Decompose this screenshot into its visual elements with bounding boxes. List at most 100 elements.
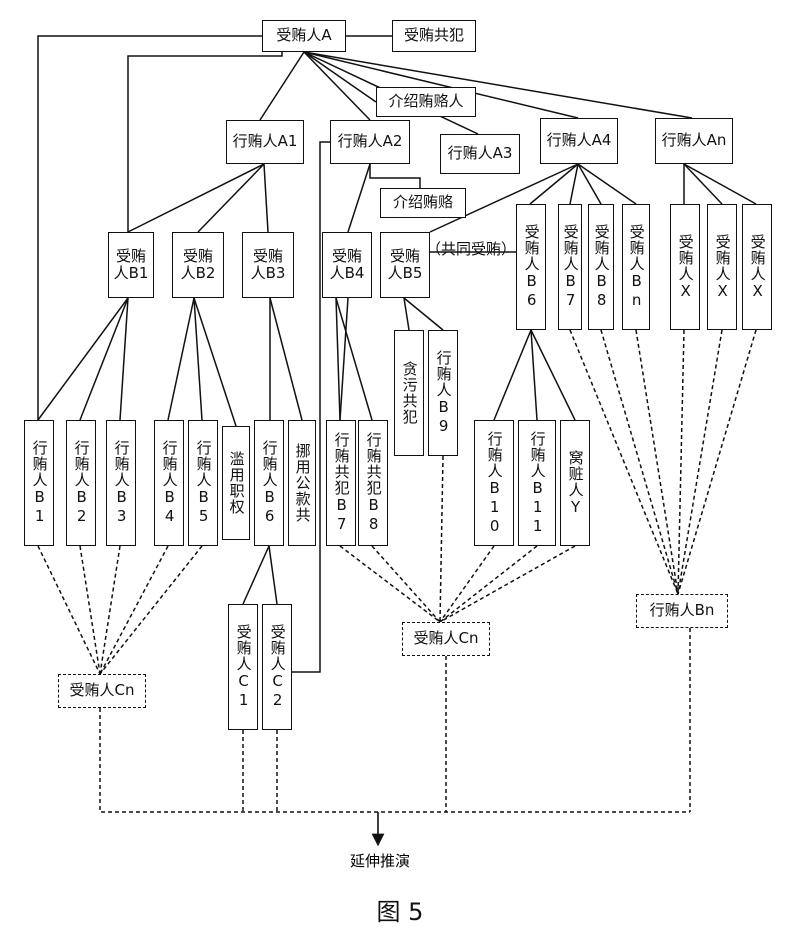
node-xinghuiren-a1: 行贿人A1 xyxy=(226,120,304,164)
edge-an-x3 xyxy=(683,163,757,205)
edge-a-to-a2 xyxy=(303,51,371,121)
node-jieshao-huilu: 介绍贿赂 xyxy=(380,188,466,218)
edge-b1-xb2 xyxy=(79,297,129,421)
edge-b4-b7b xyxy=(339,297,349,421)
dash-bus-left xyxy=(99,708,690,813)
node-xinghuiren-b4: 行贿人B4 xyxy=(154,420,184,546)
dash-right-1 xyxy=(600,329,679,595)
dash-right-5 xyxy=(677,329,757,595)
edge-b1-xb3 xyxy=(119,297,129,421)
edge-a-to-shouhuiren-b1 xyxy=(127,52,283,232)
node-shouhuiren-b7: 受贿人B7 xyxy=(558,204,582,330)
node-shouhuiren-cn-mid: 受贿人Cn xyxy=(402,622,490,656)
node-jieshao-huiluren: 介绍贿赂人 xyxy=(376,87,476,117)
edge-a1-b3 xyxy=(263,163,269,233)
edge-b5-tanwu xyxy=(403,297,410,331)
node-xinghuiren-b10: 行贿人B10 xyxy=(474,420,514,546)
node-xinghuiren-a3: 行贿人A3 xyxy=(440,134,520,174)
edge-a1-b1 xyxy=(127,163,265,233)
edge-a4-b6 xyxy=(529,163,579,205)
edge-b3-nuoyong xyxy=(269,297,303,421)
node-shouhuiren-x-3: 受贿人X xyxy=(742,204,772,330)
edge-a-to-an xyxy=(303,51,693,119)
dash-mid-1 xyxy=(371,545,441,623)
dash-mid-3 xyxy=(439,545,495,623)
node-shouhuiren-x-2: 受贿人X xyxy=(707,204,737,330)
dash-mid-0 xyxy=(339,545,441,623)
edge-b4-b7 xyxy=(335,297,341,421)
node-xinghuiren-b6: 行贿人B6 xyxy=(254,420,284,546)
edge-b6-b11 xyxy=(530,329,538,421)
edge-b6-b10 xyxy=(493,329,532,421)
dash-right-0 xyxy=(569,329,679,595)
edge-b6-y xyxy=(530,329,576,421)
label-gongtong-shouhui: （共同受贿） xyxy=(426,240,517,258)
edge-a-to-jieshao xyxy=(303,51,377,103)
node-shouhuiren-c2: 受贿人C2 xyxy=(262,604,292,730)
node-xinghuiren-b9: 行贿人B9 xyxy=(428,330,458,456)
edge-a2-jieshao xyxy=(369,164,421,188)
dash-left-1 xyxy=(79,545,101,675)
dash-right-2 xyxy=(635,329,679,595)
dash-mid-4 xyxy=(439,545,538,623)
edge-b2-xb5 xyxy=(193,297,203,421)
node-shouhuiren-bn: 受贿人Bn xyxy=(622,204,650,330)
node-shouhuiren-cn-left: 受贿人Cn xyxy=(58,674,146,708)
edge-b2-lanyong xyxy=(193,297,237,427)
dash-mid-2 xyxy=(439,455,444,623)
node-xinghuiren-a2: 行贿人A2 xyxy=(330,120,410,164)
node-shouhuiren-b2: 受贿 人B2 xyxy=(172,232,224,298)
node-xinghuiren-a4: 行贿人A4 xyxy=(540,118,618,164)
dash-left-0 xyxy=(37,545,101,675)
edge-a1-b2 xyxy=(197,163,265,233)
node-shouhuiren-b3: 受贿 人B3 xyxy=(242,232,294,298)
edge-a4-bn xyxy=(577,163,637,205)
edge-a2-b4 xyxy=(347,163,371,233)
node-wozangren-y: 窝赃人Y xyxy=(560,420,590,546)
edge-b2-xb4 xyxy=(167,297,195,421)
node-shouhuiren-b1: 受贿 人B1 xyxy=(108,232,154,298)
node-xinghuiren-b11: 行贿人B11 xyxy=(518,420,556,546)
edge-a4-b5 xyxy=(429,163,579,233)
edge-a-to-xinghuiren-b1 xyxy=(37,35,262,420)
figure-caption: 图 5 xyxy=(376,898,424,926)
node-xinghuiren-b3: 行贿人B3 xyxy=(106,420,136,546)
dash-mid-5 xyxy=(439,545,576,623)
output-label: 延伸推演 xyxy=(349,852,410,870)
dash-left-3 xyxy=(99,545,169,675)
edge-an-x2 xyxy=(683,163,723,205)
edge-xb6-c2 xyxy=(268,545,278,605)
node-shouhuiren-b8: 受贿人B8 xyxy=(588,204,614,330)
edge-a4-b7 xyxy=(569,163,579,205)
edge-xb6-c1 xyxy=(242,545,270,605)
edge-b5-b9 xyxy=(403,297,444,331)
node-shouhuiren-x-1: 受贿人X xyxy=(670,204,700,330)
node-xinghuiren-b5: 行贿人B5 xyxy=(188,420,218,546)
dash-right-4 xyxy=(677,329,723,595)
edge-a-to-a1 xyxy=(259,51,305,121)
node-shouhuiren-b5: 受贿 人B5 xyxy=(380,232,430,298)
node-nuoyong-gongkuan: 挪用公款共 xyxy=(288,420,316,546)
node-xinghui-gongfan-b8: 行贿共犯B8 xyxy=(358,420,388,546)
edge-b1-xb1 xyxy=(37,297,129,421)
node-xinghuiren-an: 行贿人An xyxy=(655,118,733,164)
node-shouhui-gongfan: 受贿共犯 xyxy=(392,20,476,52)
edge-a4-b8 xyxy=(577,163,602,205)
node-xinghuiren-b1: 行贿人B1 xyxy=(24,420,54,546)
node-lanyong-zhiquan: 滥用职权 xyxy=(222,426,250,540)
node-xinghuiren-b2: 行贿人B2 xyxy=(66,420,96,546)
node-shouhuiren-b6: 受贿人B6 xyxy=(516,204,546,330)
node-xinghuiren-bn: 行贿人Bn xyxy=(636,594,728,628)
node-shouhuiren-b4: 受贿 人B4 xyxy=(322,232,372,298)
edge-a-to-a4 xyxy=(303,51,579,119)
edge-a2-c2 xyxy=(292,141,330,673)
dash-right-3 xyxy=(677,329,685,595)
node-tanwu-gongfan: 贪污共犯 xyxy=(394,330,424,456)
node-shouhuiren-c1: 受贿人C1 xyxy=(228,604,258,730)
dash-left-4 xyxy=(99,545,203,675)
edge-b4-b8 xyxy=(335,297,373,421)
node-shouhuiren-a: 受贿人A xyxy=(262,20,346,52)
dash-left-2 xyxy=(99,545,121,675)
node-xinghui-gongfan-b7: 行贿共犯B7 xyxy=(326,420,356,546)
